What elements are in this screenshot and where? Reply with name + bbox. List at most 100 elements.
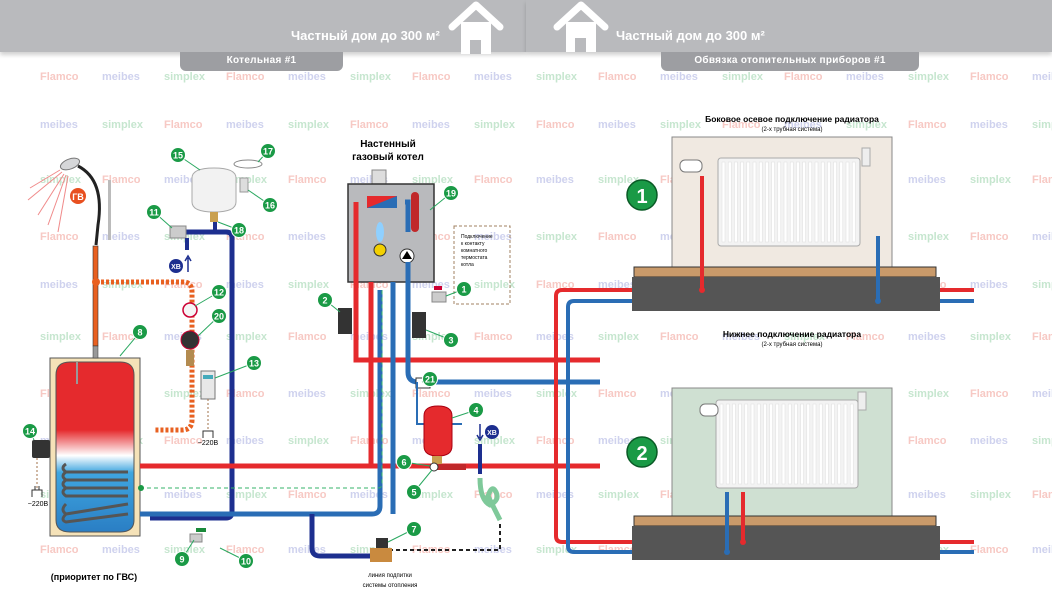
watermark-flamco: Flamco xyxy=(970,71,1009,83)
watermark-flamco: Flamco xyxy=(970,231,1009,243)
watermark-flamco: Flamco xyxy=(722,119,761,131)
callout-badge-16 xyxy=(262,197,278,213)
watermark-flamco: Flamco xyxy=(288,331,327,343)
watermark-meibes: meibes xyxy=(474,71,512,83)
distribution-supply-pipe xyxy=(554,288,974,544)
watermark-flamco: Flamco xyxy=(40,71,79,83)
watermark-flamco: Flamco xyxy=(164,119,203,131)
watermark-simplex: simplex xyxy=(288,279,330,291)
callout-number: 3 xyxy=(448,336,453,346)
watermark-simplex: simplex xyxy=(1032,119,1052,131)
watermark-meibes: meibes xyxy=(412,119,450,131)
callout-number: 4 xyxy=(473,406,478,416)
callout-badge-12 xyxy=(211,284,227,300)
safety-group xyxy=(169,225,187,239)
watermark-flamco: Flamco xyxy=(226,388,265,400)
watermark-simplex: simplex xyxy=(40,174,82,186)
callout-badge-2 xyxy=(317,292,333,308)
watermark-simplex: simplex xyxy=(598,489,640,501)
radiator-2-title: Нижнее подключение радиатора xyxy=(723,329,861,339)
watermark-meibes: meibes xyxy=(970,279,1008,291)
header-title-left: Частный дом до 300 м² xyxy=(291,28,440,43)
watermark-meibes: meibes xyxy=(908,489,946,501)
house-icon xyxy=(448,1,504,54)
callout-badge-19 xyxy=(443,185,459,201)
watermark-simplex: simplex xyxy=(908,231,950,243)
watermark-simplex: simplex xyxy=(970,331,1012,343)
cold-supply-pipe xyxy=(150,229,235,521)
air-separator xyxy=(338,308,352,334)
drain-valve xyxy=(189,533,203,543)
header-bar-left xyxy=(0,0,526,52)
cold-water-badge xyxy=(485,425,499,439)
watermark-meibes: meibes xyxy=(226,279,264,291)
watermark-meibes: meibes xyxy=(536,174,574,186)
watermark-meibes: meibes xyxy=(102,544,140,556)
fill-valve xyxy=(370,538,392,562)
watermark-simplex: simplex xyxy=(660,119,702,131)
header-title-right: Частный дом до 300 м² xyxy=(616,28,765,43)
callout-number: 12 xyxy=(214,288,224,298)
callout-number: 11 xyxy=(149,208,159,218)
watermark-flamco: Flamco xyxy=(1032,489,1052,501)
radiator-1-title: Боковое осевое подключение радиатора xyxy=(705,114,879,124)
arrow-down-icon xyxy=(476,424,484,442)
header-bar-right xyxy=(526,0,1052,52)
watermark-meibes: meibes xyxy=(660,71,698,83)
watermark-meibes: meibes xyxy=(784,119,822,131)
thermostat-note-line: Подключение xyxy=(461,234,493,240)
arrow-up-icon xyxy=(184,254,192,272)
sensor-wire xyxy=(140,290,383,489)
watermark-meibes: meibes xyxy=(164,489,202,501)
watermark-flamco: Flamco xyxy=(908,119,947,131)
watermark-simplex: simplex xyxy=(970,489,1012,501)
watermark-meibes: meibes xyxy=(846,71,884,83)
fill-line-label-1: линия подпитки xyxy=(368,573,412,579)
thermostat-note-box xyxy=(453,225,511,305)
watermark-meibes: meibes xyxy=(474,544,512,556)
watermark-meibes: meibes xyxy=(288,388,326,400)
watermark-flamco: Flamco xyxy=(288,174,327,186)
boiler-title-line1: Настенный xyxy=(360,139,416,150)
distribution-return-pipe xyxy=(566,299,974,554)
radiator-2-number: 2 xyxy=(636,443,647,465)
watermark-simplex: simplex xyxy=(164,544,206,556)
watermark-flamco: Flamco xyxy=(350,119,389,131)
watermark-simplex: simplex xyxy=(908,71,950,83)
callout-number: 21 xyxy=(425,375,435,385)
dhw-expansion-vessel xyxy=(191,159,263,222)
thermostat-note-line: термостата xyxy=(461,255,488,261)
watermark-simplex: simplex xyxy=(1032,435,1052,447)
watermark-simplex: simplex xyxy=(164,71,206,83)
watermark-meibes: meibes xyxy=(1032,544,1052,556)
watermark-meibes: meibes xyxy=(1032,71,1052,83)
radiator-1-subtitle: (2-х трубная система) xyxy=(762,127,823,133)
watermark-simplex: simplex xyxy=(908,388,950,400)
dhw-tank xyxy=(49,357,141,537)
thermometer xyxy=(182,302,198,318)
watermark-flamco: Flamco xyxy=(40,231,79,243)
hot-water-badge xyxy=(70,188,86,204)
callout-number: 16 xyxy=(265,201,275,211)
watermark-meibes: meibes xyxy=(102,71,140,83)
house-icon xyxy=(553,1,609,52)
cold-water-label: ХВ xyxy=(171,264,181,271)
callout-badge-20 xyxy=(211,308,227,324)
watermark-flamco: Flamco xyxy=(1032,331,1052,343)
dirt-separator xyxy=(412,312,426,338)
watermark-meibes: meibes xyxy=(288,71,326,83)
watermark-flamco: Flamco xyxy=(784,71,823,83)
watermark-simplex: simplex xyxy=(536,231,578,243)
callout-badge-1 xyxy=(456,281,472,297)
watermark-flamco: Flamco xyxy=(1032,174,1052,186)
watermark-meibes: meibes xyxy=(226,435,264,447)
callout-number: 7 xyxy=(411,525,416,535)
thermostat-note-line: комнатного xyxy=(461,248,487,254)
callout-badge-17 xyxy=(260,143,276,159)
callout-badge-6 xyxy=(396,454,412,470)
radiator-1-number: 1 xyxy=(636,186,647,208)
watermark-simplex: simplex xyxy=(970,174,1012,186)
watermark-simplex: simplex xyxy=(40,331,82,343)
